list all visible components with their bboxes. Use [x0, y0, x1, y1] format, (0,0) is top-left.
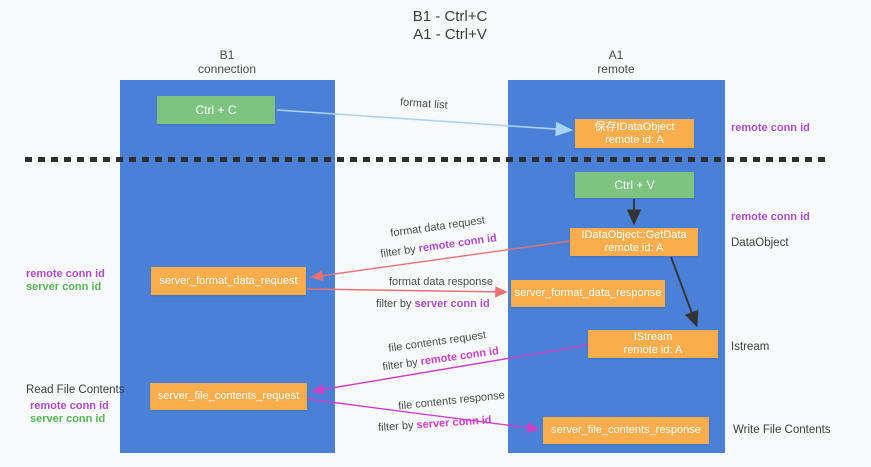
ctrl-c-label: Ctrl + C: [195, 103, 237, 117]
edge-label-format-data-response: format data response: [389, 276, 493, 288]
arrow-format-data-response: [306, 286, 508, 298]
left-column-header: B1 connection: [152, 48, 302, 76]
server-file-contents-request-node: server_file_contents_request: [150, 383, 307, 410]
left-server-conn-id-1: server conn id: [26, 281, 102, 293]
filter-by-text: filter by: [379, 243, 417, 261]
left-column-subtitle: connection: [197, 62, 257, 76]
right-remote-conn-id-top: remote conn id: [731, 122, 810, 134]
getdata-line1: IDataObject::GetData: [581, 229, 687, 241]
server-conn-id-text: server conn id: [414, 298, 490, 310]
server-format-data-response-label: server_format_data_response: [514, 287, 662, 299]
server-format-data-request-label: server_format_data_request: [159, 274, 298, 287]
filter-by-text: filter by: [376, 298, 412, 310]
getdata-line2: remote id: A: [604, 242, 664, 254]
right-remote-conn-id-mid: remote conn id: [731, 211, 810, 223]
right-column-header: A1 remote: [541, 48, 691, 76]
right-write-file-contents-label: Write File Contents: [733, 424, 831, 436]
right-column-subtitle: remote: [597, 62, 635, 76]
server-file-contents-response-label: server_file_contents_response: [551, 424, 701, 436]
ctrl-v-node: Ctrl + V: [575, 172, 694, 198]
right-dataobject-label: DataObject: [731, 237, 789, 249]
diagram-title: B1 - Ctrl+C A1 - Ctrl+V: [0, 8, 871, 44]
istream-node: IStream remote id: A: [588, 330, 718, 358]
left-remote-conn-id-1: remote conn id: [26, 268, 105, 280]
getdata-node: IDataObject::GetData remote id: A: [570, 228, 698, 256]
right-column-name: A1: [608, 48, 624, 62]
save-idataobject-line2: remote id: A: [605, 133, 664, 146]
save-idataobject-node: 保存IDataObject remote id: A: [575, 119, 694, 148]
dashed-separator-line: [25, 157, 831, 162]
title-line-1: B1 - Ctrl+C: [412, 8, 488, 25]
filter-by-text: filter by: [381, 356, 419, 374]
left-server-conn-id-2: server conn id: [30, 413, 106, 425]
server-file-contents-request-label: server_file_contents_request: [157, 390, 300, 402]
title-line-2: A1 - Ctrl+V: [413, 26, 487, 43]
filter-by-text: filter by: [377, 419, 414, 435]
left-column-name: B1: [219, 48, 235, 62]
server-format-data-request-node: server_format_data_request: [151, 267, 306, 295]
istream-line2: remote id: A: [623, 344, 683, 356]
remote-conn-id-text: remote conn id: [417, 232, 498, 255]
ctrl-c-node: Ctrl + C: [157, 96, 275, 124]
edge-label-file-contents-response: file contents response: [397, 389, 506, 413]
istream-line1: IStream: [633, 331, 673, 343]
right-istream-label: Istream: [731, 341, 770, 353]
server-file-contents-response-node: server_file_contents_response: [543, 417, 709, 444]
edge-label-format-list: format list: [399, 96, 449, 112]
server-conn-id-text: server conn id: [416, 414, 492, 432]
save-idataobject-line1: 保存IDataObject: [594, 120, 675, 133]
left-remote-conn-id-2: remote conn id: [30, 400, 109, 412]
ctrl-v-label: Ctrl + V: [614, 178, 655, 192]
server-format-data-response-node: server_format_data_response: [511, 280, 665, 307]
left-read-file-contents-label: Read File Contents: [26, 384, 125, 396]
